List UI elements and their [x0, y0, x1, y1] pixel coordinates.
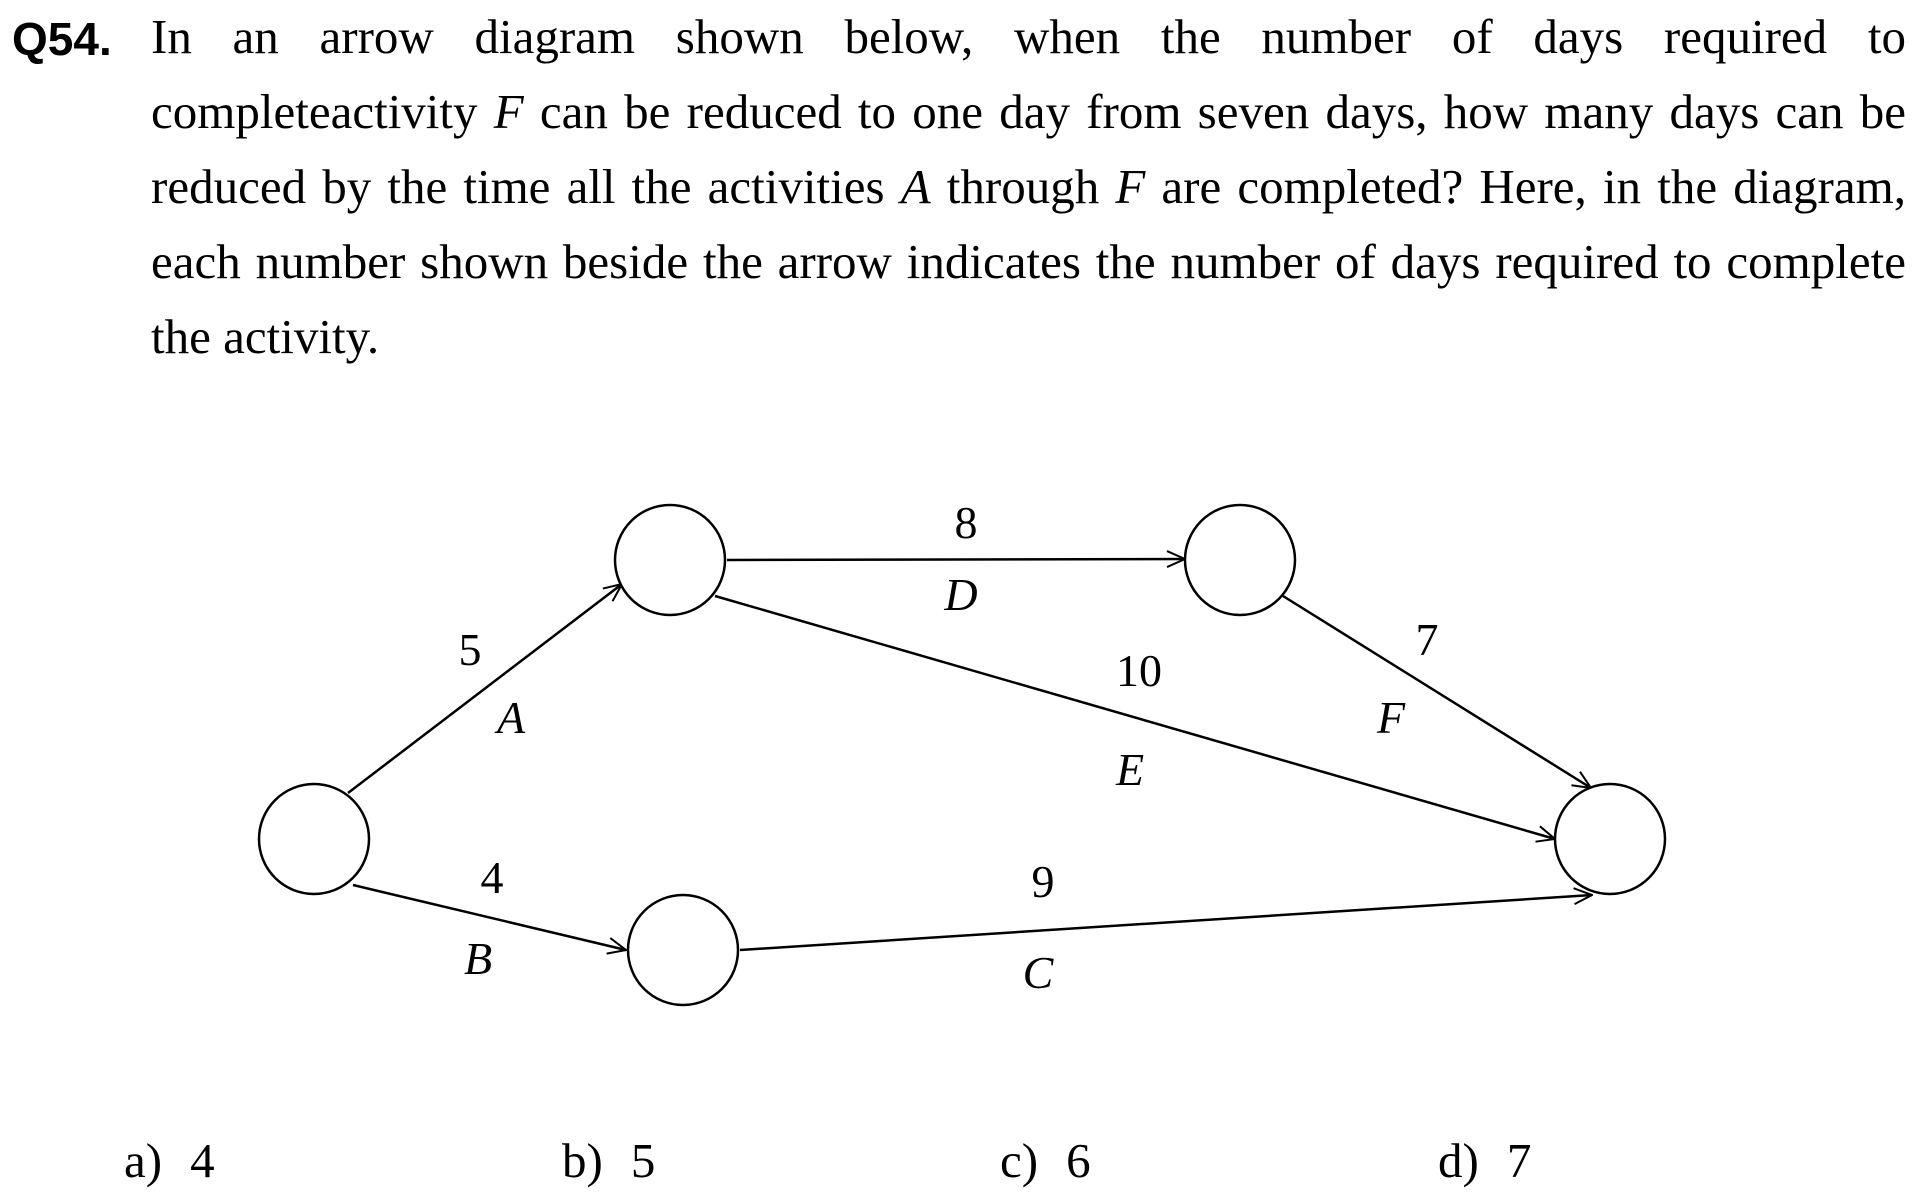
question-line-3-mid: through [930, 159, 1116, 214]
question-line-5: the activity. [151, 309, 380, 364]
question-line-1: In an arrow diagram shown below, when th… [151, 9, 1906, 64]
question-line-2-pre: completeactivity [151, 84, 494, 139]
option-b-value: 5 [630, 1133, 656, 1188]
question-line-2-post: can be reduced to one day from seven day… [523, 84, 1906, 139]
option-b[interactable]: b) 5 [562, 1132, 655, 1189]
node-2 [613, 503, 727, 617]
node-3 [626, 893, 740, 1007]
option-a[interactable]: a) 4 [124, 1132, 215, 1189]
activity-label-d: D [943, 569, 977, 620]
days-label-a: 5 [459, 624, 482, 675]
activity-label-e: E [1115, 744, 1144, 795]
arrow-a [347, 584, 622, 794]
question-line-3-post: are completed? Here, in the diagram, [1145, 159, 1906, 214]
activity-label-b: B [464, 933, 492, 984]
arrow-d [726, 559, 1185, 560]
days-label-b: 4 [481, 852, 504, 903]
node-1 [257, 782, 371, 896]
activity-label-a: A [494, 692, 526, 743]
question-line-3-pre: reduced by the time all the activities [151, 159, 901, 214]
option-c-value: 6 [1066, 1133, 1091, 1188]
arrow-e [714, 594, 1555, 839]
option-d[interactable]: d) 7 [1438, 1132, 1531, 1189]
option-c[interactable]: c) 6 [1000, 1132, 1091, 1189]
option-c-label: c) [1000, 1133, 1039, 1188]
node-4 [1183, 503, 1297, 617]
option-a-value: 4 [190, 1133, 215, 1188]
days-label-e: 10 [1116, 645, 1162, 696]
var-f: F [493, 84, 524, 139]
option-d-value: 7 [1506, 1133, 1532, 1188]
question-line-3: reduced by the time all the activities A… [151, 159, 1906, 215]
activity-label-c: C [1023, 947, 1055, 998]
option-b-label: b) [562, 1133, 603, 1188]
arrow-f [1282, 594, 1591, 788]
days-label-d: 8 [955, 497, 978, 548]
arrow-b [352, 883, 626, 950]
question-number: Q54. [12, 13, 112, 65]
var-a: A [900, 159, 931, 214]
option-a-label: a) [124, 1133, 163, 1188]
days-label-c: 9 [1032, 856, 1055, 907]
option-d-label: d) [1438, 1133, 1479, 1188]
activity-label-f: F [1376, 692, 1406, 743]
arrow-c [739, 895, 1592, 952]
days-label-f: 7 [1416, 614, 1439, 665]
question-line-4: each number shown beside the arrow indic… [151, 234, 1906, 289]
node-5 [1553, 782, 1667, 896]
question-line-2: completeactivity F can be reduced to one… [151, 84, 1906, 140]
var-f: F [1115, 159, 1146, 214]
